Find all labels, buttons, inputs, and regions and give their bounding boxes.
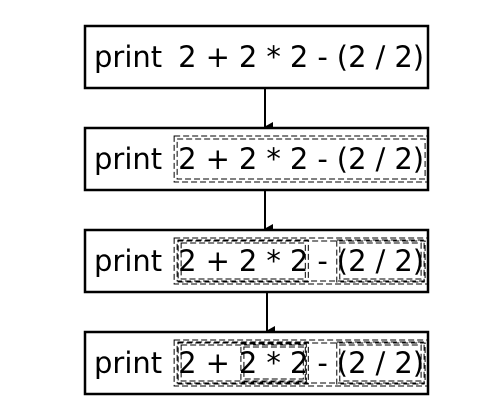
- subexpression-highlight: [173, 237, 429, 285]
- expression-token: *: [266, 142, 281, 176]
- expression-token: +: [206, 244, 230, 278]
- subexpression-highlight: [173, 339, 429, 387]
- expression-token: 2: [178, 142, 196, 176]
- expression-token: +: [206, 142, 230, 176]
- expression-token: -: [317, 346, 327, 380]
- subexpression-highlight: [240, 343, 307, 383]
- expression-token: *: [266, 244, 281, 278]
- expression-token: -: [317, 40, 327, 74]
- subexpression-highlight: [173, 135, 429, 183]
- expression-token: (2: [337, 244, 367, 278]
- step-box: [83, 24, 430, 90]
- expression-token: /: [376, 40, 386, 74]
- expression-token: 2): [394, 142, 424, 176]
- expression-token: (2: [337, 346, 367, 380]
- expression-token: 2: [178, 40, 196, 74]
- connectors: [264, 88, 275, 336]
- expression-token: *: [266, 40, 281, 74]
- subexpression-highlight: [336, 341, 425, 385]
- expression-token: 2: [290, 40, 308, 74]
- expression-token: (2: [337, 40, 367, 74]
- expression-token: /: [376, 244, 386, 278]
- subexpression-highlight: [177, 341, 309, 385]
- expression-token: 2): [394, 346, 424, 380]
- expression-token: 2: [239, 40, 257, 74]
- expression-token: /: [376, 346, 386, 380]
- expression-token: +: [206, 40, 230, 74]
- expression-token: 2: [239, 346, 257, 380]
- expression-token: 2: [239, 244, 257, 278]
- print-keyword: print: [94, 244, 162, 278]
- expression-token: *: [266, 346, 281, 380]
- print-keyword: print: [94, 40, 162, 74]
- expression-token: -: [317, 244, 327, 278]
- expression-token: 2: [178, 346, 196, 380]
- step-box: [83, 126, 430, 192]
- expression-token: 2: [239, 142, 257, 176]
- expression-token: 2): [394, 40, 424, 74]
- subexpression-highlight: [177, 239, 309, 283]
- expression-token: /: [376, 142, 386, 176]
- expression-token: 2: [178, 244, 196, 278]
- print-keyword: print: [94, 142, 162, 176]
- expression-token: -: [317, 142, 327, 176]
- expression-token: 2): [394, 244, 424, 278]
- expression-token: 2: [290, 244, 308, 278]
- expression-token: (2: [337, 142, 367, 176]
- subexpression-highlight: [336, 239, 425, 283]
- expression-token: 2: [290, 142, 308, 176]
- expression-token: +: [206, 346, 230, 380]
- print-keyword: print: [94, 346, 162, 380]
